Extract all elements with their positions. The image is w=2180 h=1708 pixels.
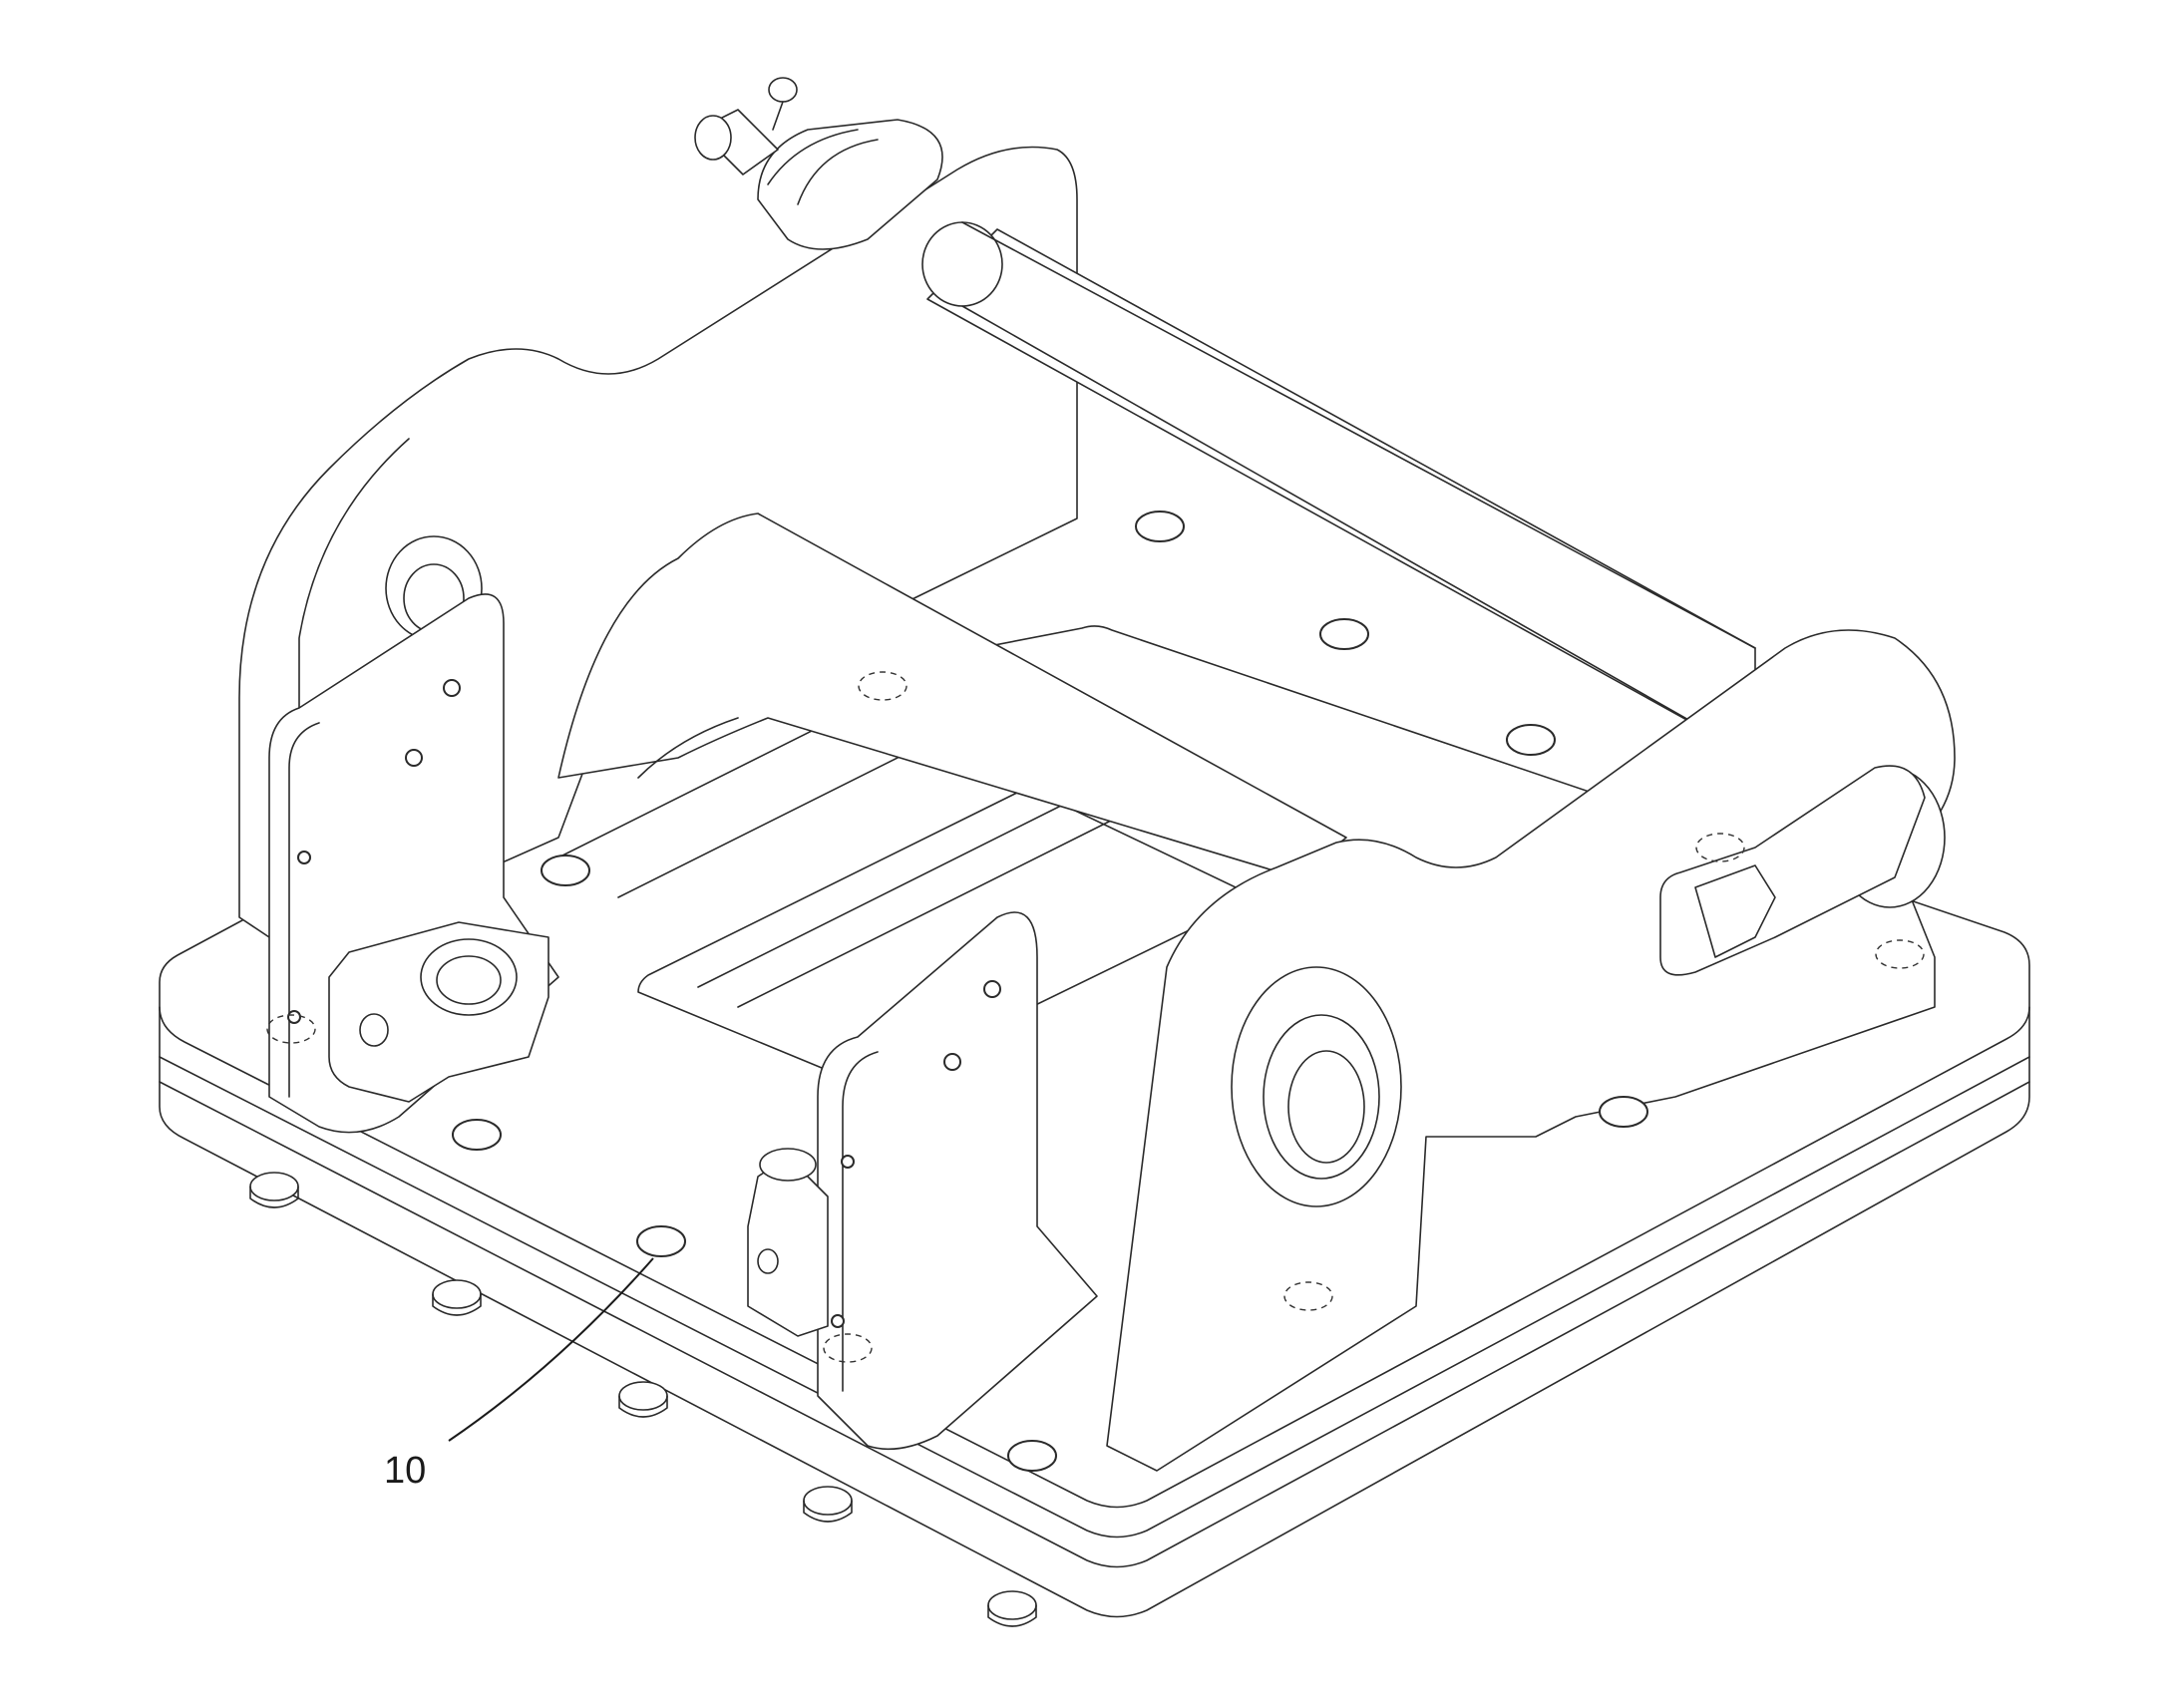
callout-10: 10	[384, 1257, 654, 1492]
callout-leader-line	[448, 1257, 654, 1442]
callout-label: 10	[384, 1450, 426, 1492]
left-lock-block	[328, 921, 549, 1103]
foot-bolts	[249, 1172, 1037, 1627]
center-jaw	[557, 512, 1347, 878]
hidden-holes	[266, 671, 1925, 1363]
hydraulic-fitting	[694, 77, 943, 250]
mounting-holes	[452, 511, 1648, 1472]
right-side-frame	[1106, 629, 1956, 1472]
front-wedge-plate	[817, 911, 1098, 1451]
right-lock-block	[747, 1148, 829, 1337]
